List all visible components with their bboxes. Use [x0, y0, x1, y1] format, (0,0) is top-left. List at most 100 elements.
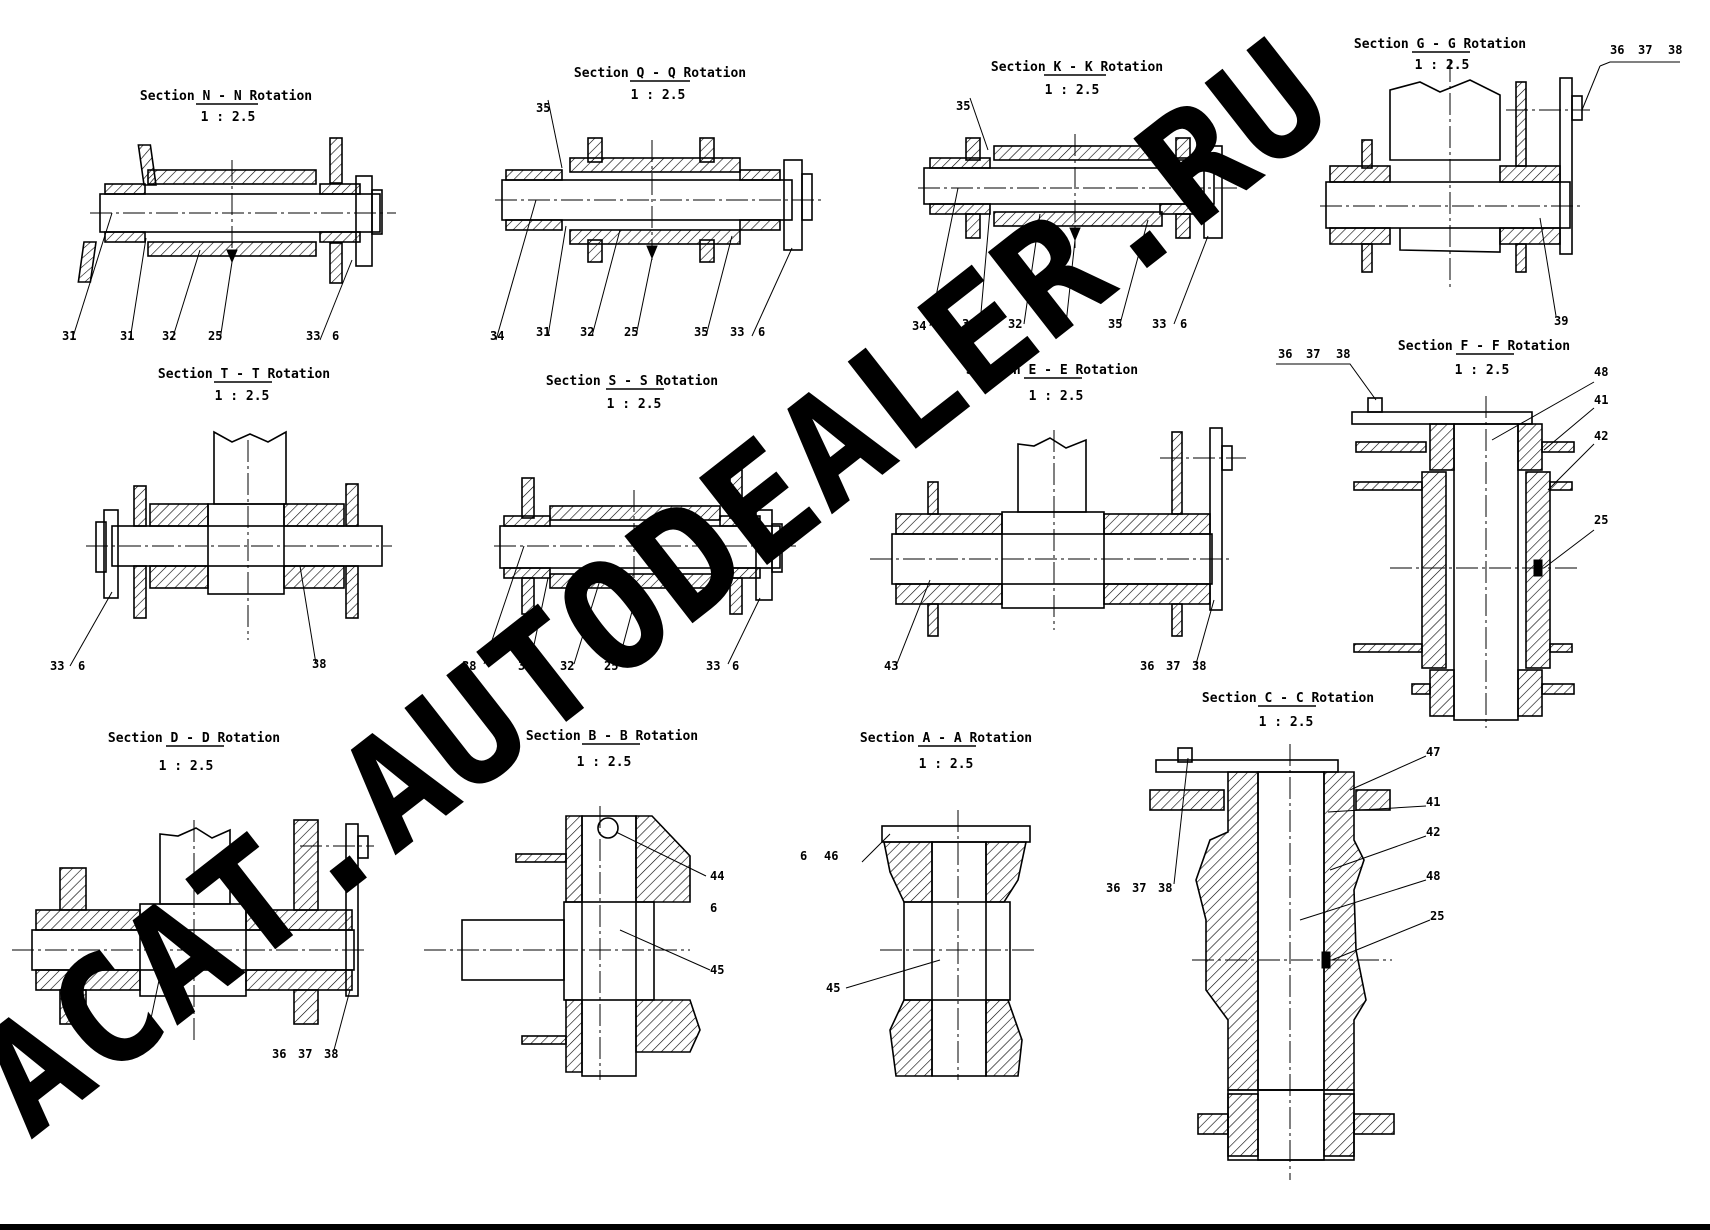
- callout-label: 33: [306, 329, 320, 343]
- section-d-view: Section D - D Rotation 1 : 2.5 43 36 37 …: [12, 731, 374, 1061]
- callout-label: 37: [1306, 347, 1320, 361]
- section-title: Section F - F Rotation: [1398, 339, 1570, 354]
- callout-label: 38: [312, 657, 326, 671]
- section-s-view: Section S - S Rotation 1 : 2.5 38 32 32 …: [462, 374, 796, 673]
- callout-label: 42: [1594, 429, 1608, 443]
- callout-label: 46: [824, 849, 838, 863]
- callout-label: 34: [912, 319, 926, 333]
- section-scale: 1 : 2.5: [1259, 715, 1314, 730]
- callout-label: 37: [1638, 43, 1652, 57]
- callout-label: 6: [758, 325, 765, 339]
- callout-label: 25: [624, 325, 638, 339]
- section-scale: 1 : 2.5: [159, 759, 214, 774]
- callout-label: 25: [208, 329, 222, 343]
- section-title: Section C - C Rotation: [1202, 691, 1374, 706]
- callout-label: 32: [1008, 317, 1022, 331]
- callout-label: 45: [826, 981, 840, 995]
- callout-label: 36: [272, 1047, 286, 1061]
- section-scale: 1 : 2.5: [607, 397, 662, 412]
- section-a-view: Section A - A Rotation 1 : 2.5 6 46 45: [800, 731, 1036, 1080]
- callout-label: 31: [536, 325, 550, 339]
- callout-label: 6: [78, 659, 85, 673]
- section-n-view: Section N - N Rotation 1 : 2.5 31 31 32 …: [62, 89, 396, 343]
- section-b-view: Section B - B Rotation 1 : 2.5 44 6 45: [424, 729, 724, 1080]
- callout-label: 48: [1594, 365, 1608, 379]
- section-t-view: Section T - T Rotation 1 : 2.5 33 6 38: [50, 367, 392, 673]
- section-scale: 1 : 2.5: [577, 755, 632, 770]
- callout-label: 43: [884, 659, 898, 673]
- callout-label: 6: [332, 329, 339, 343]
- callout-label: 6: [710, 901, 717, 915]
- callout-label: 48: [1426, 869, 1440, 883]
- section-scale: 1 : 2.5: [1455, 363, 1510, 378]
- section-title: Section T - T Rotation: [158, 367, 330, 382]
- callout-label: 25: [604, 659, 618, 673]
- section-g-view: Section G - G Rotation 1 : 2.5 36 37 38 …: [1320, 37, 1682, 328]
- callout-label: 25: [1594, 513, 1608, 527]
- section-scale: 1 : 2.5: [215, 389, 270, 404]
- callout-label: 41: [1426, 795, 1440, 809]
- callout-label: 37: [1132, 881, 1146, 895]
- callout-label: 38: [1336, 347, 1350, 361]
- callout-label: 45: [710, 963, 724, 977]
- sheet-border: [0, 1224, 1710, 1230]
- callout-label: 36: [1140, 659, 1154, 673]
- callout-label: 38: [462, 659, 476, 673]
- section-f-view: Section F - F Rotation 1 : 2.5 36 37 38 …: [1276, 339, 1608, 728]
- section-title: Section B - B Rotation: [526, 729, 698, 744]
- section-scale: 1 : 2.5: [1045, 83, 1100, 98]
- callout-label: 42: [1426, 825, 1440, 839]
- callout-label: 35: [536, 101, 550, 115]
- section-title: Section Q - Q Rotation: [574, 66, 746, 81]
- callout-label: 6: [1180, 317, 1187, 331]
- callout-label: 6: [800, 849, 807, 863]
- callout-label: 38: [324, 1047, 338, 1061]
- callout-label: 32: [518, 659, 532, 673]
- section-scale: 1 : 2.5: [919, 757, 974, 772]
- section-c-view: Section C - C Rotation 1 : 2.5 36 37 38 …: [1106, 691, 1444, 1180]
- callout-label: 35: [956, 99, 970, 113]
- callout-label: 32: [560, 659, 574, 673]
- callout-label: 36: [1106, 881, 1120, 895]
- callout-label: 34: [490, 329, 504, 343]
- callout-label: 33: [50, 659, 64, 673]
- callout-label: 31: [62, 329, 76, 343]
- callout-label: 32: [580, 325, 594, 339]
- section-scale: 1 : 2.5: [201, 110, 256, 125]
- callout-label: 47: [1426, 745, 1440, 759]
- callout-label: 32: [162, 329, 176, 343]
- section-scale: 1 : 2.5: [1415, 58, 1470, 73]
- section-title: Section D - D Rotation: [108, 731, 280, 746]
- section-e-view: Section E - E Rotation 1 : 2.5 43 36 37 …: [870, 363, 1246, 673]
- callout-label: 36: [1610, 43, 1624, 57]
- callout-label: 39: [1554, 314, 1568, 328]
- callout-label: 33: [1152, 317, 1166, 331]
- callout-label: 35: [694, 325, 708, 339]
- callout-label: 37: [298, 1047, 312, 1061]
- callout-label: 25: [1430, 909, 1444, 923]
- callout-label: 33: [730, 325, 744, 339]
- section-scale: 1 : 2.5: [631, 88, 686, 103]
- callout-label: 6: [732, 659, 739, 673]
- callout-label: 25: [1050, 317, 1064, 331]
- callout-label: 38: [1158, 881, 1172, 895]
- callout-label: 35: [1108, 317, 1122, 331]
- section-scale: 1 : 2.5: [1029, 389, 1084, 404]
- callout-label: 37: [1166, 659, 1180, 673]
- callout-label: 38: [1668, 43, 1682, 57]
- section-q-view: Section Q - Q Rotation 1 : 2.5 35 34 31 …: [490, 66, 825, 343]
- callout-label: 33: [706, 659, 720, 673]
- callout-label: 31: [120, 329, 134, 343]
- callout-label: 43: [124, 1047, 138, 1061]
- callout-label: 41: [1594, 393, 1608, 407]
- callout-label: 36: [1278, 347, 1292, 361]
- callout-label: 38: [1192, 659, 1206, 673]
- section-title: Section G - G Rotation: [1354, 37, 1526, 52]
- section-title: Section E - E Rotation: [966, 363, 1138, 378]
- section-title: Section K - K Rotation: [991, 60, 1163, 75]
- section-title: Section S - S Rotation: [546, 374, 718, 389]
- callout-label: 44: [710, 869, 724, 883]
- section-title: Section A - A Rotation: [860, 731, 1032, 746]
- callout-label: 31: [962, 317, 976, 331]
